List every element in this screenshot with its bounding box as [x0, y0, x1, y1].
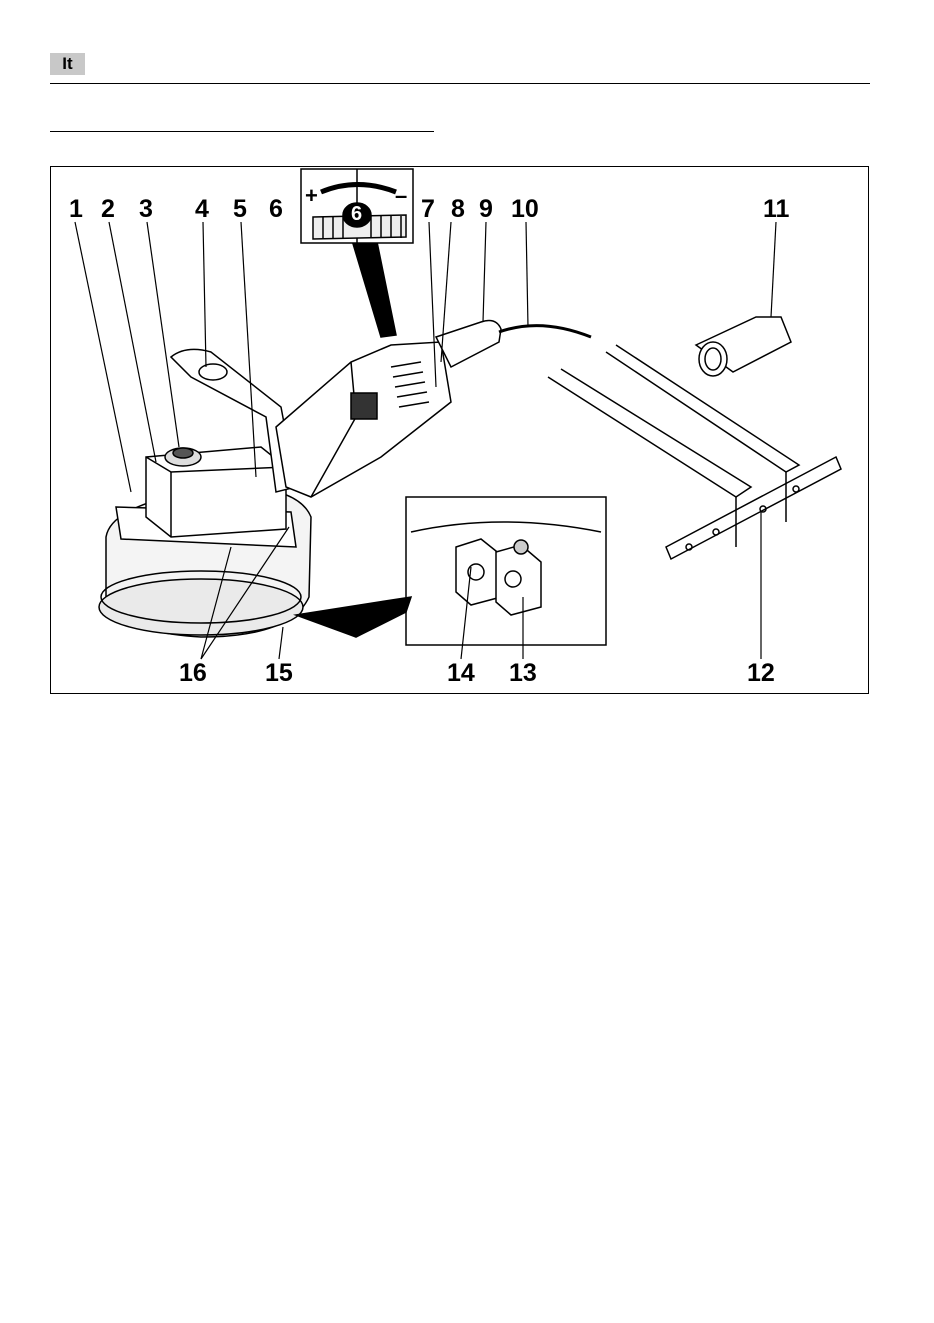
callout-4: 4 [195, 197, 209, 222]
header-rule [50, 83, 870, 84]
callout-16: 16 [179, 661, 207, 686]
speed-dial-setting: 6 [351, 204, 362, 224]
tool-illustration [51, 167, 867, 692]
figure-frame: 1 2 3 4 5 6 7 8 9 10 11 12 13 14 15 16 +… [50, 166, 869, 694]
callout-5: 5 [233, 197, 247, 222]
section-rule [50, 131, 434, 132]
callout-6: 6 [269, 197, 283, 222]
callout-12: 12 [747, 661, 775, 686]
callout-10: 10 [511, 197, 539, 222]
speed-minus-sign: – [395, 185, 407, 207]
callout-3: 3 [139, 197, 153, 222]
callout-8: 8 [451, 197, 465, 222]
callout-2: 2 [101, 197, 115, 222]
callout-15: 15 [265, 661, 293, 686]
callout-14: 14 [447, 661, 475, 686]
callout-13: 13 [509, 661, 537, 686]
language-badge: It [50, 53, 85, 75]
callout-9: 9 [479, 197, 493, 222]
callout-1: 1 [69, 197, 83, 222]
speed-plus-sign: + [305, 185, 318, 207]
callout-11: 11 [763, 197, 789, 222]
callout-7: 7 [421, 197, 435, 222]
